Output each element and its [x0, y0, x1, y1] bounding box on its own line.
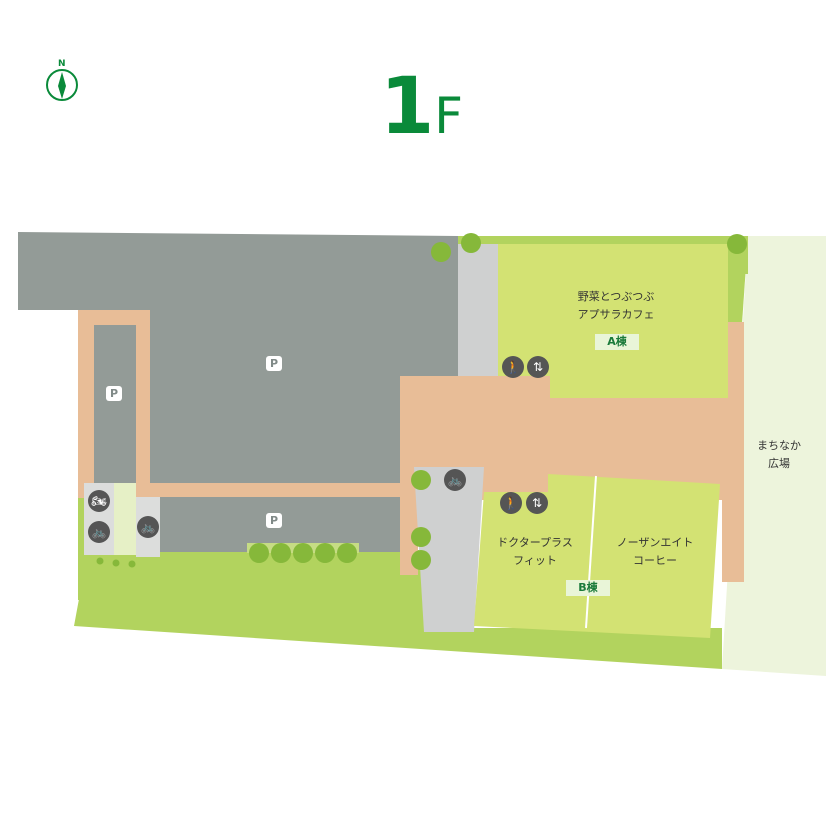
tree: [411, 550, 431, 570]
bicycle-icon: 🚲: [444, 469, 466, 491]
shrub: [96, 557, 104, 565]
elevator-icon: ⇅: [527, 356, 549, 378]
tree: [271, 543, 291, 563]
walkway-south: [78, 480, 418, 498]
west-parking-lot: [94, 325, 136, 483]
parking-badge-west: P: [106, 386, 122, 401]
tree: [461, 233, 481, 253]
tenant-name-line1: ドクタープラス: [497, 536, 573, 549]
tree: [411, 527, 431, 547]
bicycle-icon: 🚲: [88, 521, 110, 543]
tenant-name-line2: コーヒー: [633, 554, 677, 567]
elevator-icon: ⇅: [526, 492, 548, 514]
plaza-name-line1: まちなか: [757, 439, 801, 452]
main-parking-lot: [18, 232, 458, 483]
tenant-name-line2: アプサラカフェ: [577, 308, 655, 321]
plaza-name-line2: 広場: [768, 457, 790, 470]
trees: [96, 233, 747, 570]
tree: [411, 470, 431, 490]
plaza-area: [722, 236, 826, 676]
building-a: [498, 244, 728, 398]
motorcycle-icon: 🏍: [88, 490, 110, 512]
shrub: [128, 560, 136, 568]
tree: [315, 543, 335, 563]
stairs-icon: 🚶: [502, 356, 524, 378]
service-lane: [414, 467, 484, 632]
building-b: [474, 474, 720, 638]
building-a-tag: A棟: [595, 334, 639, 350]
bicycle-icon: 🚲: [137, 516, 159, 538]
plaza-label: まちなか 広場: [748, 437, 810, 473]
floor-number: 1: [380, 62, 434, 152]
shrub: [112, 559, 120, 567]
tree: [249, 543, 269, 563]
compass-icon: N: [46, 59, 78, 101]
tree: [727, 234, 747, 254]
building-b-tenant-2: ノーザンエイト コーヒー: [605, 534, 705, 570]
floor-unit: F: [434, 87, 464, 145]
building-a-tenant: 野菜とつぶつぶ アプサラカフェ: [566, 288, 666, 324]
tree: [293, 543, 313, 563]
tenant-name-line1: 野菜とつぶつぶ: [577, 290, 655, 303]
east-lawn: [725, 236, 748, 324]
floor-title: 1F: [380, 62, 463, 152]
walkway-vertical: [400, 480, 418, 575]
building-b-tenant-1: ドクタープラス フィット: [487, 534, 583, 570]
tree: [337, 543, 357, 563]
stairs-icon: 🚶: [500, 492, 522, 514]
tenant-name-line1: ノーザンエイト: [616, 536, 694, 549]
tree: [431, 242, 451, 262]
walkway-central: [400, 372, 742, 500]
building-b-tag: B棟: [566, 580, 610, 596]
parking-badge-main: P: [266, 356, 282, 371]
building-b-divider: [585, 475, 597, 629]
service-strip: [458, 244, 498, 376]
parking-badge-south: P: [266, 513, 282, 528]
bike-area-divider: [114, 483, 136, 555]
south-lawn: [74, 550, 722, 669]
tenant-name-line2: フィット: [513, 554, 557, 567]
compass-label: N: [58, 59, 66, 69]
